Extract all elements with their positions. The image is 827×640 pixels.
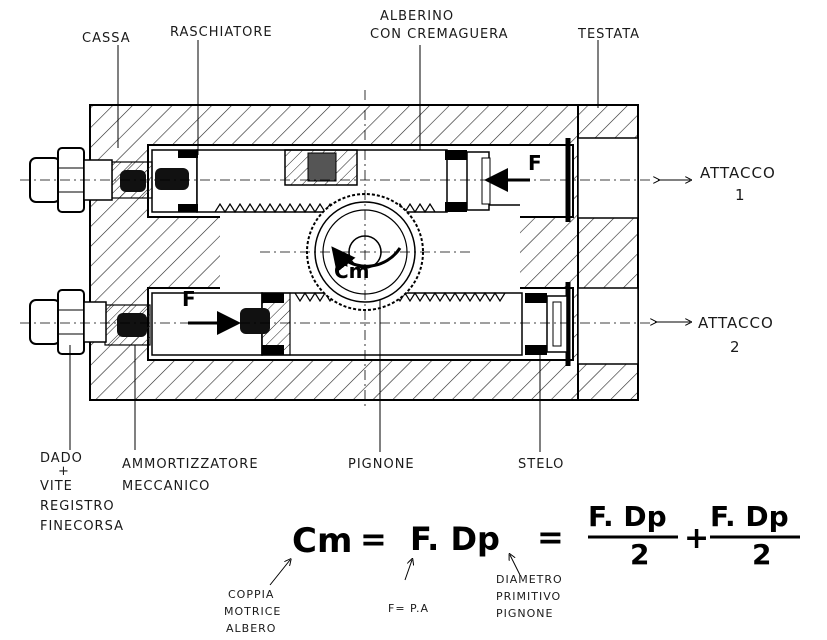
- label-attacco2: ATTACCO: [698, 314, 774, 332]
- eq-equals-1: =: [360, 520, 387, 558]
- label-pignone: PIGNONE: [348, 457, 415, 472]
- eq-num1: F. Dp: [588, 500, 667, 533]
- label-finecorsa: FINECORSA: [40, 519, 124, 534]
- eq-den2: 2: [752, 538, 771, 571]
- force-label-top: F: [528, 151, 542, 175]
- leader-lines: [69, 40, 690, 586]
- label-vite: VITE: [40, 479, 73, 494]
- eq-plus: +: [684, 521, 709, 556]
- note-albero: ALBERO: [226, 622, 276, 635]
- eq-den1: 2: [630, 538, 649, 571]
- label-dado: DADO: [40, 451, 83, 466]
- label-attacco2-num: 2: [730, 338, 741, 356]
- note-pignone: PIGNONE: [496, 607, 553, 620]
- note-diametro: DIAMETRO: [496, 573, 563, 586]
- label-stelo: STELO: [518, 457, 564, 472]
- note-coppia: COPPIA: [228, 588, 274, 601]
- center-lines: [20, 90, 650, 410]
- equation-notes: COPPIA MOTRICE ALBERO F= P.A DIAMETRO PR…: [224, 573, 563, 635]
- top-labels: CASSA RASCHIATORE ALBERINO CON CREMAGUER…: [82, 9, 640, 46]
- label-ammortizzatore: AMMORTIZZATORE: [122, 457, 259, 472]
- label-alberino-line1: ALBERINO: [380, 9, 454, 24]
- force-label-bottom: F: [182, 287, 196, 311]
- eq-term1: F. Dp: [410, 520, 500, 558]
- label-meccanico: MECCANICO: [122, 479, 210, 494]
- eq-equals-2: =: [537, 518, 564, 556]
- label-raschiatore: RASCHIATORE: [170, 25, 273, 40]
- torque-label: Cm: [334, 259, 370, 283]
- note-fpa: F= P.A: [388, 602, 429, 615]
- bottom-labels: DADO + VITE REGISTRO FINECORSA AMMORTIZZ…: [40, 451, 564, 534]
- label-alberino-line2: CON CREMAGUERA: [370, 27, 509, 42]
- label-attacco1: ATTACCO: [700, 164, 776, 182]
- eq-lhs: Cm: [292, 521, 352, 561]
- end-cap-passages: [565, 137, 639, 366]
- torque-equation: Cm = F. Dp = F. Dp 2 + F. Dp 2: [292, 500, 800, 571]
- label-dado-plus: +: [58, 464, 70, 479]
- eq-num2: F. Dp: [710, 500, 789, 533]
- force-arrows: F F Cm: [182, 151, 542, 335]
- label-cassa: CASSA: [82, 31, 131, 46]
- label-testata: TESTATA: [577, 27, 640, 42]
- top-piston: [151, 149, 491, 214]
- note-primitivo: PRIMITIVO: [496, 590, 561, 603]
- right-labels: ATTACCO 1 ATTACCO 2: [698, 164, 776, 356]
- label-registro: REGISTRO: [40, 499, 115, 514]
- note-motrice: MOTRICE: [224, 605, 281, 618]
- label-attacco1-num: 1: [735, 186, 746, 204]
